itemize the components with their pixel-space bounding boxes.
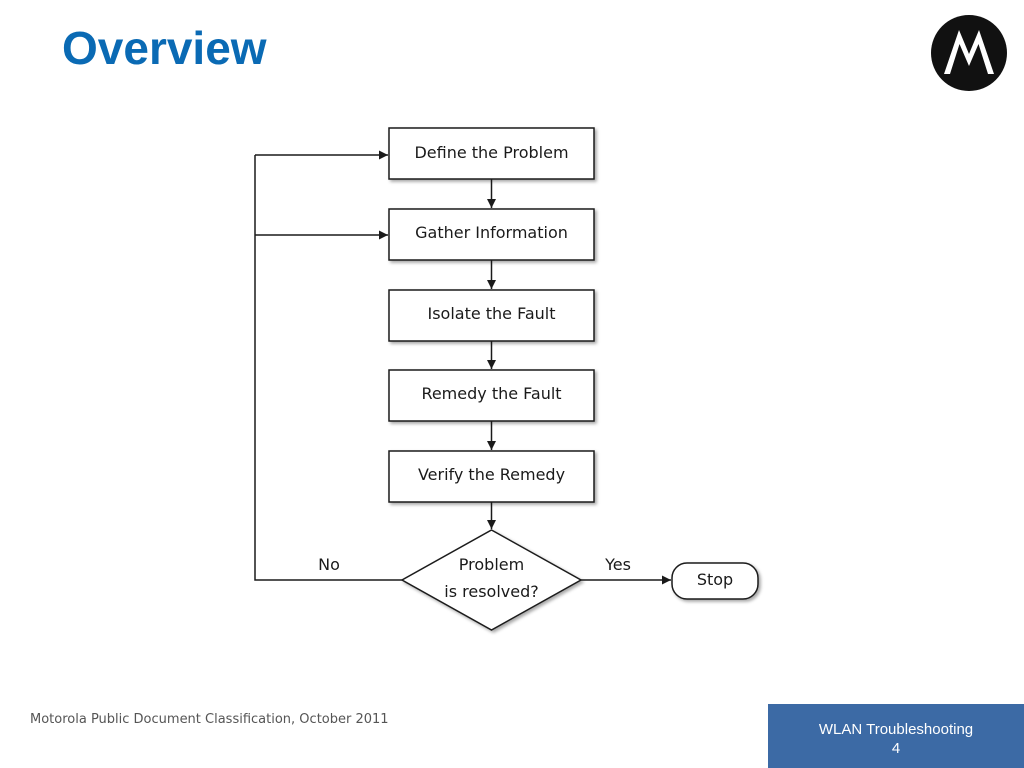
page-number: 4 <box>891 740 901 757</box>
decision-line1: Problem <box>459 555 524 574</box>
stop-terminal: Stop <box>671 562 759 600</box>
step-box-isolate: Isolate the Fault <box>388 289 595 342</box>
step-box-verify: Verify the Remedy <box>388 450 595 503</box>
no-label: No <box>318 555 340 574</box>
step-box-define: Define the Problem <box>388 127 595 180</box>
decision-diamond: Problem is resolved? <box>400 529 583 631</box>
step-box-remedy: Remedy the Fault <box>388 369 595 422</box>
classification-note: Motorola Public Document Classification,… <box>30 712 389 727</box>
deck-title: WLAN Troubleshooting <box>818 721 974 738</box>
no-loop-line <box>254 155 402 581</box>
slide-title: Overview <box>62 22 267 74</box>
motorola-logo-icon <box>931 15 1007 91</box>
footer-deck-box: WLAN Troubleshooting 4 <box>768 704 1024 768</box>
step-box-gather: Gather Information <box>388 208 595 261</box>
decision-line2: is resolved? <box>444 582 538 601</box>
step-label-remedy: Remedy the Fault <box>421 384 561 403</box>
step-label-verify: Verify the Remedy <box>418 465 565 484</box>
step-label-isolate: Isolate the Fault <box>427 304 555 323</box>
step-label-define: Define the Problem <box>414 143 568 162</box>
yes-label: Yes <box>604 555 631 574</box>
stop-label: Stop <box>697 570 733 589</box>
step-label-gather: Gather Information <box>415 223 568 242</box>
